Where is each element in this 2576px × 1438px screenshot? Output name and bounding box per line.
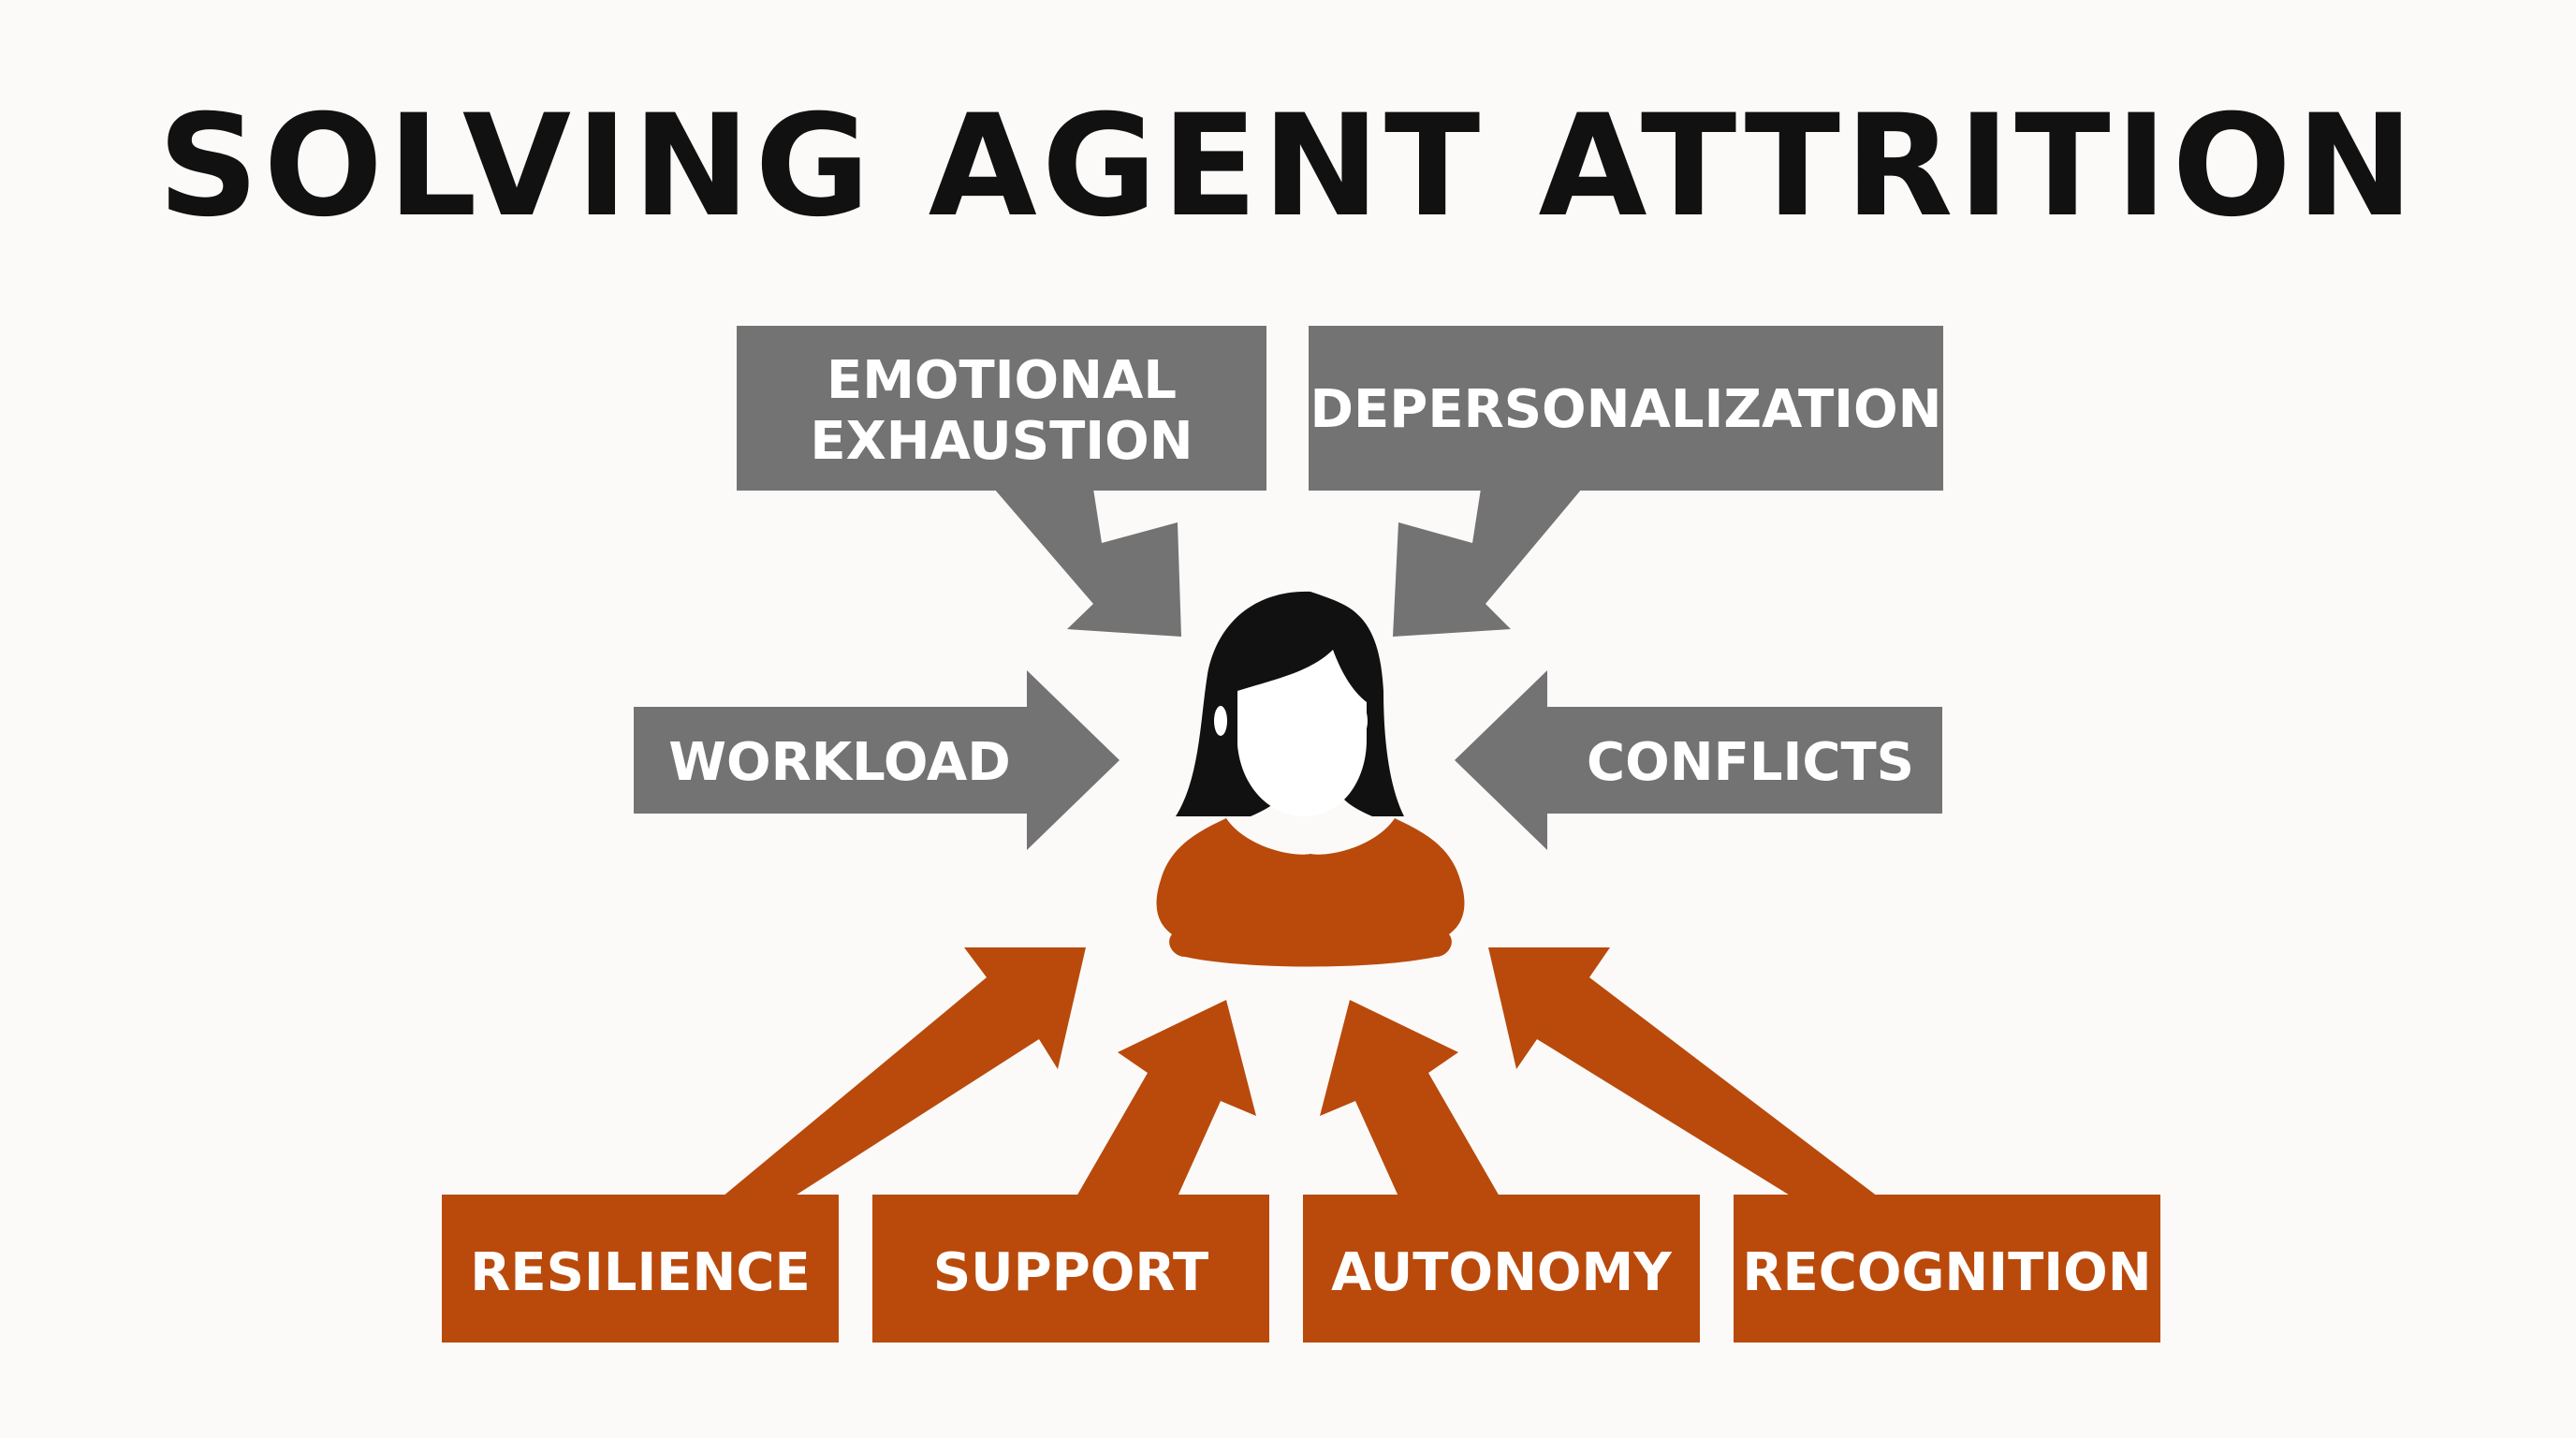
support-box xyxy=(872,1195,1269,1343)
stressor-emotional-exhaustion: EMOTIONAL EXHAUSTION xyxy=(737,326,1266,637)
depersonalization-arrow xyxy=(1393,489,1582,637)
support-support: SUPPORT xyxy=(872,1195,1269,1343)
person-ear-right xyxy=(1354,706,1368,736)
support-arrows xyxy=(723,947,1878,1196)
depersonalization-label: DEPERSONALIZATION xyxy=(1310,379,1942,440)
stressor-depersonalization: DEPERSONALIZATION xyxy=(1309,326,1943,637)
support-arrow xyxy=(1076,1000,1256,1196)
emotional-exhaustion-label-line-1: EMOTIONAL xyxy=(827,350,1177,411)
person-icon xyxy=(1156,591,1465,967)
resilience-arrow xyxy=(723,947,1086,1196)
emotional-exhaustion-box xyxy=(737,326,1266,491)
autonomy-box xyxy=(1303,1195,1700,1343)
resilience-label: RESILIENCE xyxy=(470,1242,811,1303)
conflicts-label: CONFLICTS xyxy=(1587,732,1914,793)
support-resilience: RESILIENCE xyxy=(442,1195,839,1343)
stressor-workload: WORKLOAD xyxy=(634,670,1120,850)
support-recognition: RECOGNITION xyxy=(1734,1195,2160,1343)
autonomy-label: AUTONOMY xyxy=(1331,1242,1673,1303)
resilience-box xyxy=(442,1195,839,1343)
person-face xyxy=(1237,650,1367,816)
person-ear-left xyxy=(1214,706,1227,736)
emotional-exhaustion-arrow xyxy=(994,489,1181,637)
emotional-exhaustion-label-line-2: EXHAUSTION xyxy=(810,411,1193,472)
support-label: SUPPORT xyxy=(933,1242,1208,1303)
recognition-box xyxy=(1734,1195,2160,1343)
recognition-arrow xyxy=(1488,947,1878,1196)
person-body xyxy=(1156,818,1465,967)
support-autonomy: AUTONOMY xyxy=(1303,1195,1700,1343)
stressor-conflicts: CONFLICTS xyxy=(1455,670,1942,850)
conflicts-arrow xyxy=(1455,670,1942,850)
page-title: SOLVING AGENT ATTRITION xyxy=(157,85,2419,248)
autonomy-arrow xyxy=(1320,1000,1500,1196)
workload-label: WORKLOAD xyxy=(668,732,1011,793)
recognition-label: RECOGNITION xyxy=(1742,1242,2151,1303)
workload-arrow xyxy=(634,670,1120,850)
depersonalization-box xyxy=(1309,326,1943,491)
